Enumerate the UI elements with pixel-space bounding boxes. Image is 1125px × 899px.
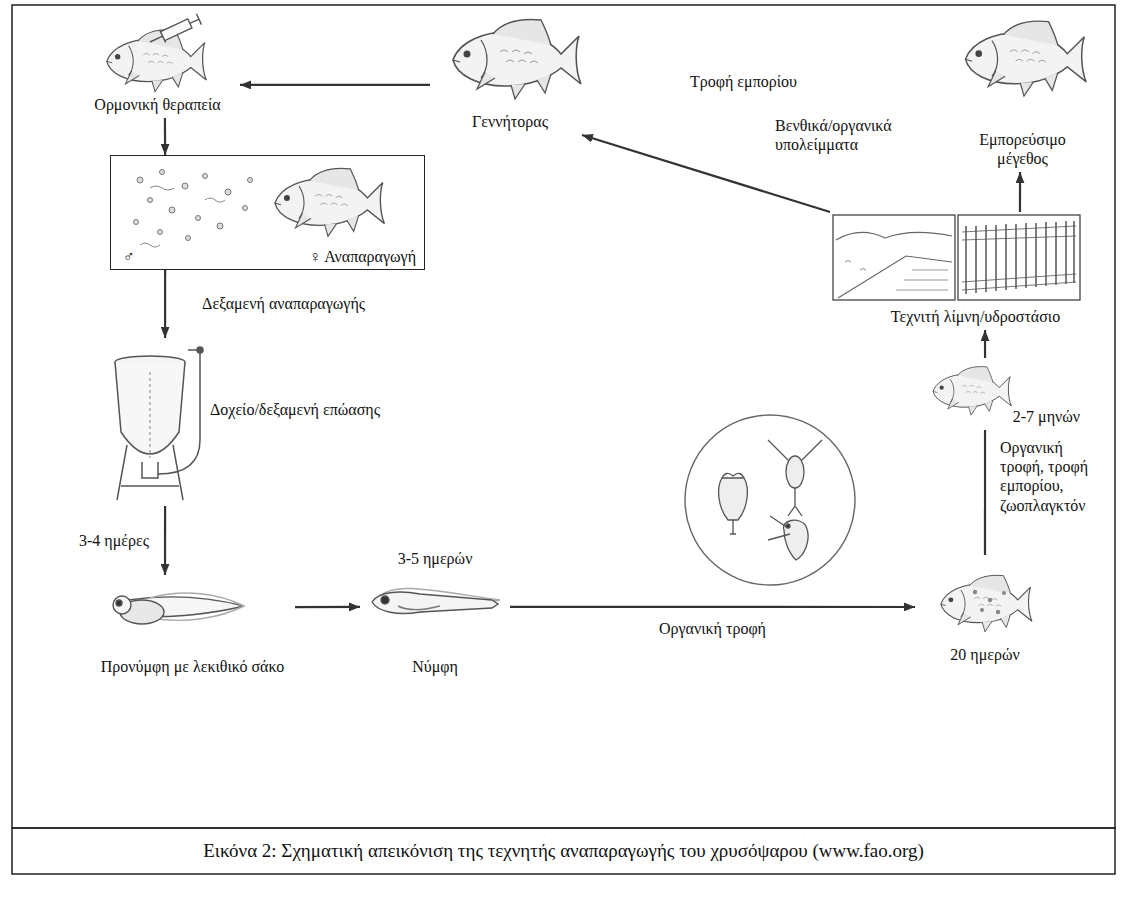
stage-label: Δοχείο/δεξαμενή επώασης bbox=[210, 400, 380, 419]
fish-drawing bbox=[107, 30, 207, 92]
milt-drawing bbox=[140, 186, 225, 247]
figure-caption: Εικόνα 2: Σχηματική απεικόνιση της τεχνη… bbox=[203, 840, 924, 863]
stage-label: Τεχνιτή λίμνη/υδροστάσιο bbox=[891, 307, 1060, 326]
pond-picture bbox=[833, 215, 955, 300]
zooplankton-drawing bbox=[685, 415, 855, 585]
stage-label: ♂ bbox=[123, 247, 135, 266]
broodstock-fish bbox=[453, 20, 581, 99]
flow-arrow bbox=[510, 606, 915, 608]
juvenile-fish bbox=[933, 367, 1011, 416]
juvenile-stage: 2-7 μηνών bbox=[930, 358, 1085, 430]
market-size-fish bbox=[966, 21, 1087, 96]
stage-label: Νύμφη bbox=[412, 657, 458, 676]
flow-arrow bbox=[984, 330, 986, 358]
flow-arrow bbox=[164, 270, 166, 338]
nymph-larva-drawing bbox=[372, 588, 500, 613]
eggs-drawing bbox=[134, 170, 253, 241]
stage-label: ♀ Αναπαραγωγή bbox=[309, 247, 416, 266]
nymph-stage: 3-5 ημερώνΝύμφη bbox=[360, 545, 510, 680]
market-stage: Εμπορεύσιμο μέγεθος bbox=[950, 8, 1095, 172]
enclosure-picture bbox=[958, 215, 1080, 300]
plankton-circle bbox=[685, 415, 855, 585]
spawning-box: ♂ ♀ Αναπαραγωγή bbox=[110, 155, 425, 270]
frame-border bbox=[12, 5, 1115, 828]
rotifer-drawing bbox=[719, 473, 748, 534]
fry-stage: 20 ημερών bbox=[915, 555, 1055, 668]
hormone-fish bbox=[107, 13, 207, 92]
flow-arrow bbox=[240, 84, 430, 86]
yolk-sac-larva-drawing bbox=[113, 593, 244, 624]
fry-fish bbox=[941, 575, 1032, 632]
note-label: Τροφή εμπορίου bbox=[690, 72, 797, 91]
syringe-drawing bbox=[147, 13, 202, 49]
pond-drawing bbox=[833, 215, 1080, 300]
stage-label: Εμπορεύσιμο μέγεθος bbox=[963, 130, 1083, 168]
caption-border bbox=[12, 828, 1115, 874]
flow-arrow bbox=[984, 430, 986, 555]
flow-arrow bbox=[295, 606, 360, 608]
stage-label: 3-5 ημερών bbox=[398, 549, 473, 568]
stage-label: Ορμονική θεραπεία bbox=[94, 95, 220, 114]
edge-label: Οργανική τροφή bbox=[657, 619, 768, 638]
figure-frame bbox=[12, 5, 1115, 874]
pond-stage: Τεχνιτή λίμνη/υδροστάσιο bbox=[830, 212, 1085, 330]
stage-label: 20 ημερών bbox=[950, 645, 1019, 664]
stage-label: Προνύμφη με λεκιθικό σάκο bbox=[101, 657, 284, 676]
incubation-stage: Δοχείο/δεξαμενή επώασης bbox=[105, 338, 410, 506]
fry-spots bbox=[973, 590, 1006, 614]
flow-arrow bbox=[1019, 172, 1021, 212]
note-label: Οργανική τροφή, τροφή εμπορίου, ζωοπλαγκ… bbox=[1000, 438, 1108, 515]
copepod-drawing bbox=[768, 440, 822, 516]
flow-arrow bbox=[164, 506, 166, 575]
fry-drawing bbox=[941, 575, 1032, 632]
female-fish bbox=[275, 168, 385, 236]
edge-label: Δεξαμενή αναπαραγωγής bbox=[200, 294, 367, 313]
stage-label: Γεννήτορας bbox=[472, 112, 548, 131]
cladoceran-drawing bbox=[768, 516, 808, 560]
stage-label: 2-7 μηνών bbox=[1013, 407, 1080, 426]
note-label: Βενθικά/οργανικά υπολείμματα bbox=[775, 116, 907, 154]
larva-stage: Προνύμφη με λεκιθικό σάκο bbox=[90, 575, 295, 680]
broodstock-stage: Γεννήτορας bbox=[430, 8, 590, 135]
edge-label: 3-4 ημέρες bbox=[77, 531, 151, 550]
treatment-stage: Ορμονική θεραπεία bbox=[75, 10, 240, 118]
flow-arrow bbox=[164, 118, 166, 155]
incubator-drawing bbox=[115, 347, 203, 500]
spawning-drawing bbox=[134, 168, 385, 247]
